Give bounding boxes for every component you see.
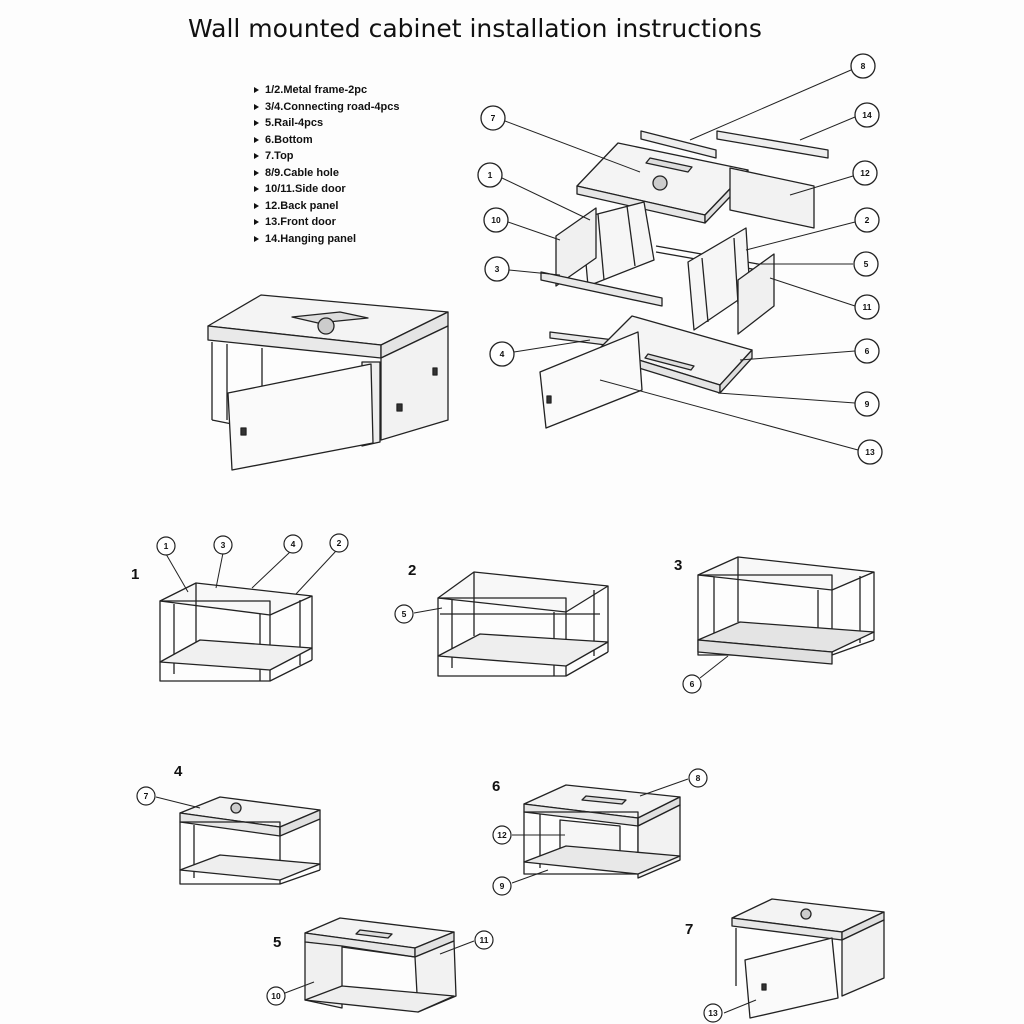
callout: 5 (853, 251, 879, 277)
parts-list-item: 14.Hanging panel (254, 231, 399, 248)
svg-text:6: 6 (690, 679, 695, 689)
step-1-illustration (159, 582, 313, 682)
parts-list-item: 13.Front door (254, 214, 399, 231)
callout: 12 (492, 825, 512, 845)
svg-text:13: 13 (708, 1008, 718, 1018)
callout: 10 (483, 207, 509, 233)
parts-list-item: 7.Top (254, 148, 399, 165)
callout: 6 (854, 338, 880, 364)
svg-text:4: 4 (291, 539, 296, 549)
parts-list-item: 8/9.Cable hole (254, 165, 399, 182)
callout: 3 (484, 256, 510, 282)
callout: 8 (850, 53, 876, 79)
svg-text:8: 8 (696, 773, 701, 783)
svg-text:5: 5 (864, 259, 869, 269)
bullet-arrow-icon (254, 136, 259, 143)
callout: 11 (854, 294, 880, 320)
svg-text:1: 1 (164, 541, 169, 551)
svg-text:2: 2 (337, 538, 342, 548)
parts-list-item: 10/11.Side door (254, 181, 399, 198)
bullet-arrow-icon (254, 186, 259, 192)
callout: 4 (283, 534, 303, 554)
page-title: Wall mounted cabinet installation instru… (188, 14, 762, 43)
svg-text:8: 8 (861, 61, 866, 71)
bullet-arrow-icon (254, 153, 259, 159)
callout: 6 (682, 674, 702, 694)
step-number-7: 7 (685, 921, 694, 938)
callout: 2 (329, 533, 349, 553)
svg-text:10: 10 (271, 991, 281, 1001)
parts-list: 1/2.Metal frame-2pc 3/4.Connecting road-… (254, 82, 399, 247)
callout: 7 (136, 786, 156, 806)
assembled-cabinet-illustration (207, 294, 449, 471)
bullet-arrow-icon (254, 103, 259, 110)
svg-text:9: 9 (865, 399, 870, 409)
svg-text:11: 11 (480, 935, 489, 945)
bullet-arrow-icon (254, 219, 259, 225)
step-6-illustration (523, 784, 681, 879)
svg-text:5: 5 (402, 609, 407, 619)
callout: 13 (857, 439, 883, 465)
svg-text:3: 3 (221, 540, 226, 550)
leader-lines (155, 69, 859, 1014)
bullet-arrow-icon (254, 87, 259, 93)
svg-text:14: 14 (862, 110, 872, 120)
parts-list-item: 5.Rail-4pcs (254, 115, 399, 132)
exploded-view-illustration (539, 130, 829, 429)
svg-text:4: 4 (500, 349, 505, 359)
step-number-5: 5 (273, 934, 282, 951)
callout: 5 (394, 604, 414, 624)
callout: 1 (156, 536, 176, 556)
parts-list-item: 1/2.Metal frame-2pc (254, 82, 399, 99)
bullet-arrow-icon (254, 235, 259, 242)
step-3-illustration (697, 556, 875, 665)
callout: 12 (852, 160, 878, 186)
step-number-4: 4 (174, 763, 183, 780)
svg-text:7: 7 (144, 791, 149, 801)
svg-text:6: 6 (865, 346, 870, 356)
parts-list-item: 3/4.Connecting road-4pcs (254, 99, 399, 116)
callout: 14 (854, 102, 880, 128)
svg-text:11: 11 (863, 302, 872, 312)
svg-text:10: 10 (491, 215, 501, 225)
svg-text:13: 13 (865, 447, 875, 457)
step-2-illustration (437, 571, 609, 677)
callouts: 8 14 7 12 1 2 10 5 3 11 4 6 9 13 1 3 4 2… (136, 53, 883, 1023)
callout: 10 (266, 986, 286, 1006)
callout: 3 (213, 535, 233, 555)
svg-text:3: 3 (495, 264, 500, 274)
svg-text:1: 1 (488, 170, 493, 180)
bullet-arrow-icon (254, 169, 259, 176)
callout: 7 (480, 105, 506, 131)
callout: 9 (854, 391, 880, 417)
callout: 8 (688, 768, 708, 788)
step-number-3: 3 (674, 557, 683, 574)
bullet-arrow-icon (254, 202, 259, 209)
callout: 11 (474, 930, 494, 950)
svg-text:2: 2 (865, 215, 870, 225)
svg-text:12: 12 (497, 830, 507, 840)
callout: 1 (477, 162, 503, 188)
step-number-1: 1 (131, 566, 140, 583)
svg-text:9: 9 (500, 881, 505, 891)
bullet-arrow-icon (254, 120, 259, 126)
step-5-illustration (304, 917, 457, 1013)
step-number-6: 6 (492, 778, 501, 795)
svg-text:7: 7 (491, 113, 496, 123)
callout: 4 (489, 341, 515, 367)
callout: 13 (703, 1003, 723, 1023)
callout: 2 (854, 207, 880, 233)
step-4-illustration (179, 796, 321, 885)
step-number-2: 2 (408, 562, 417, 579)
callout: 9 (492, 876, 512, 896)
step-7-illustration (731, 898, 885, 1019)
parts-list-item: 6.Bottom (254, 132, 399, 149)
parts-list-item: 12.Back panel (254, 198, 399, 215)
svg-text:12: 12 (860, 168, 870, 178)
